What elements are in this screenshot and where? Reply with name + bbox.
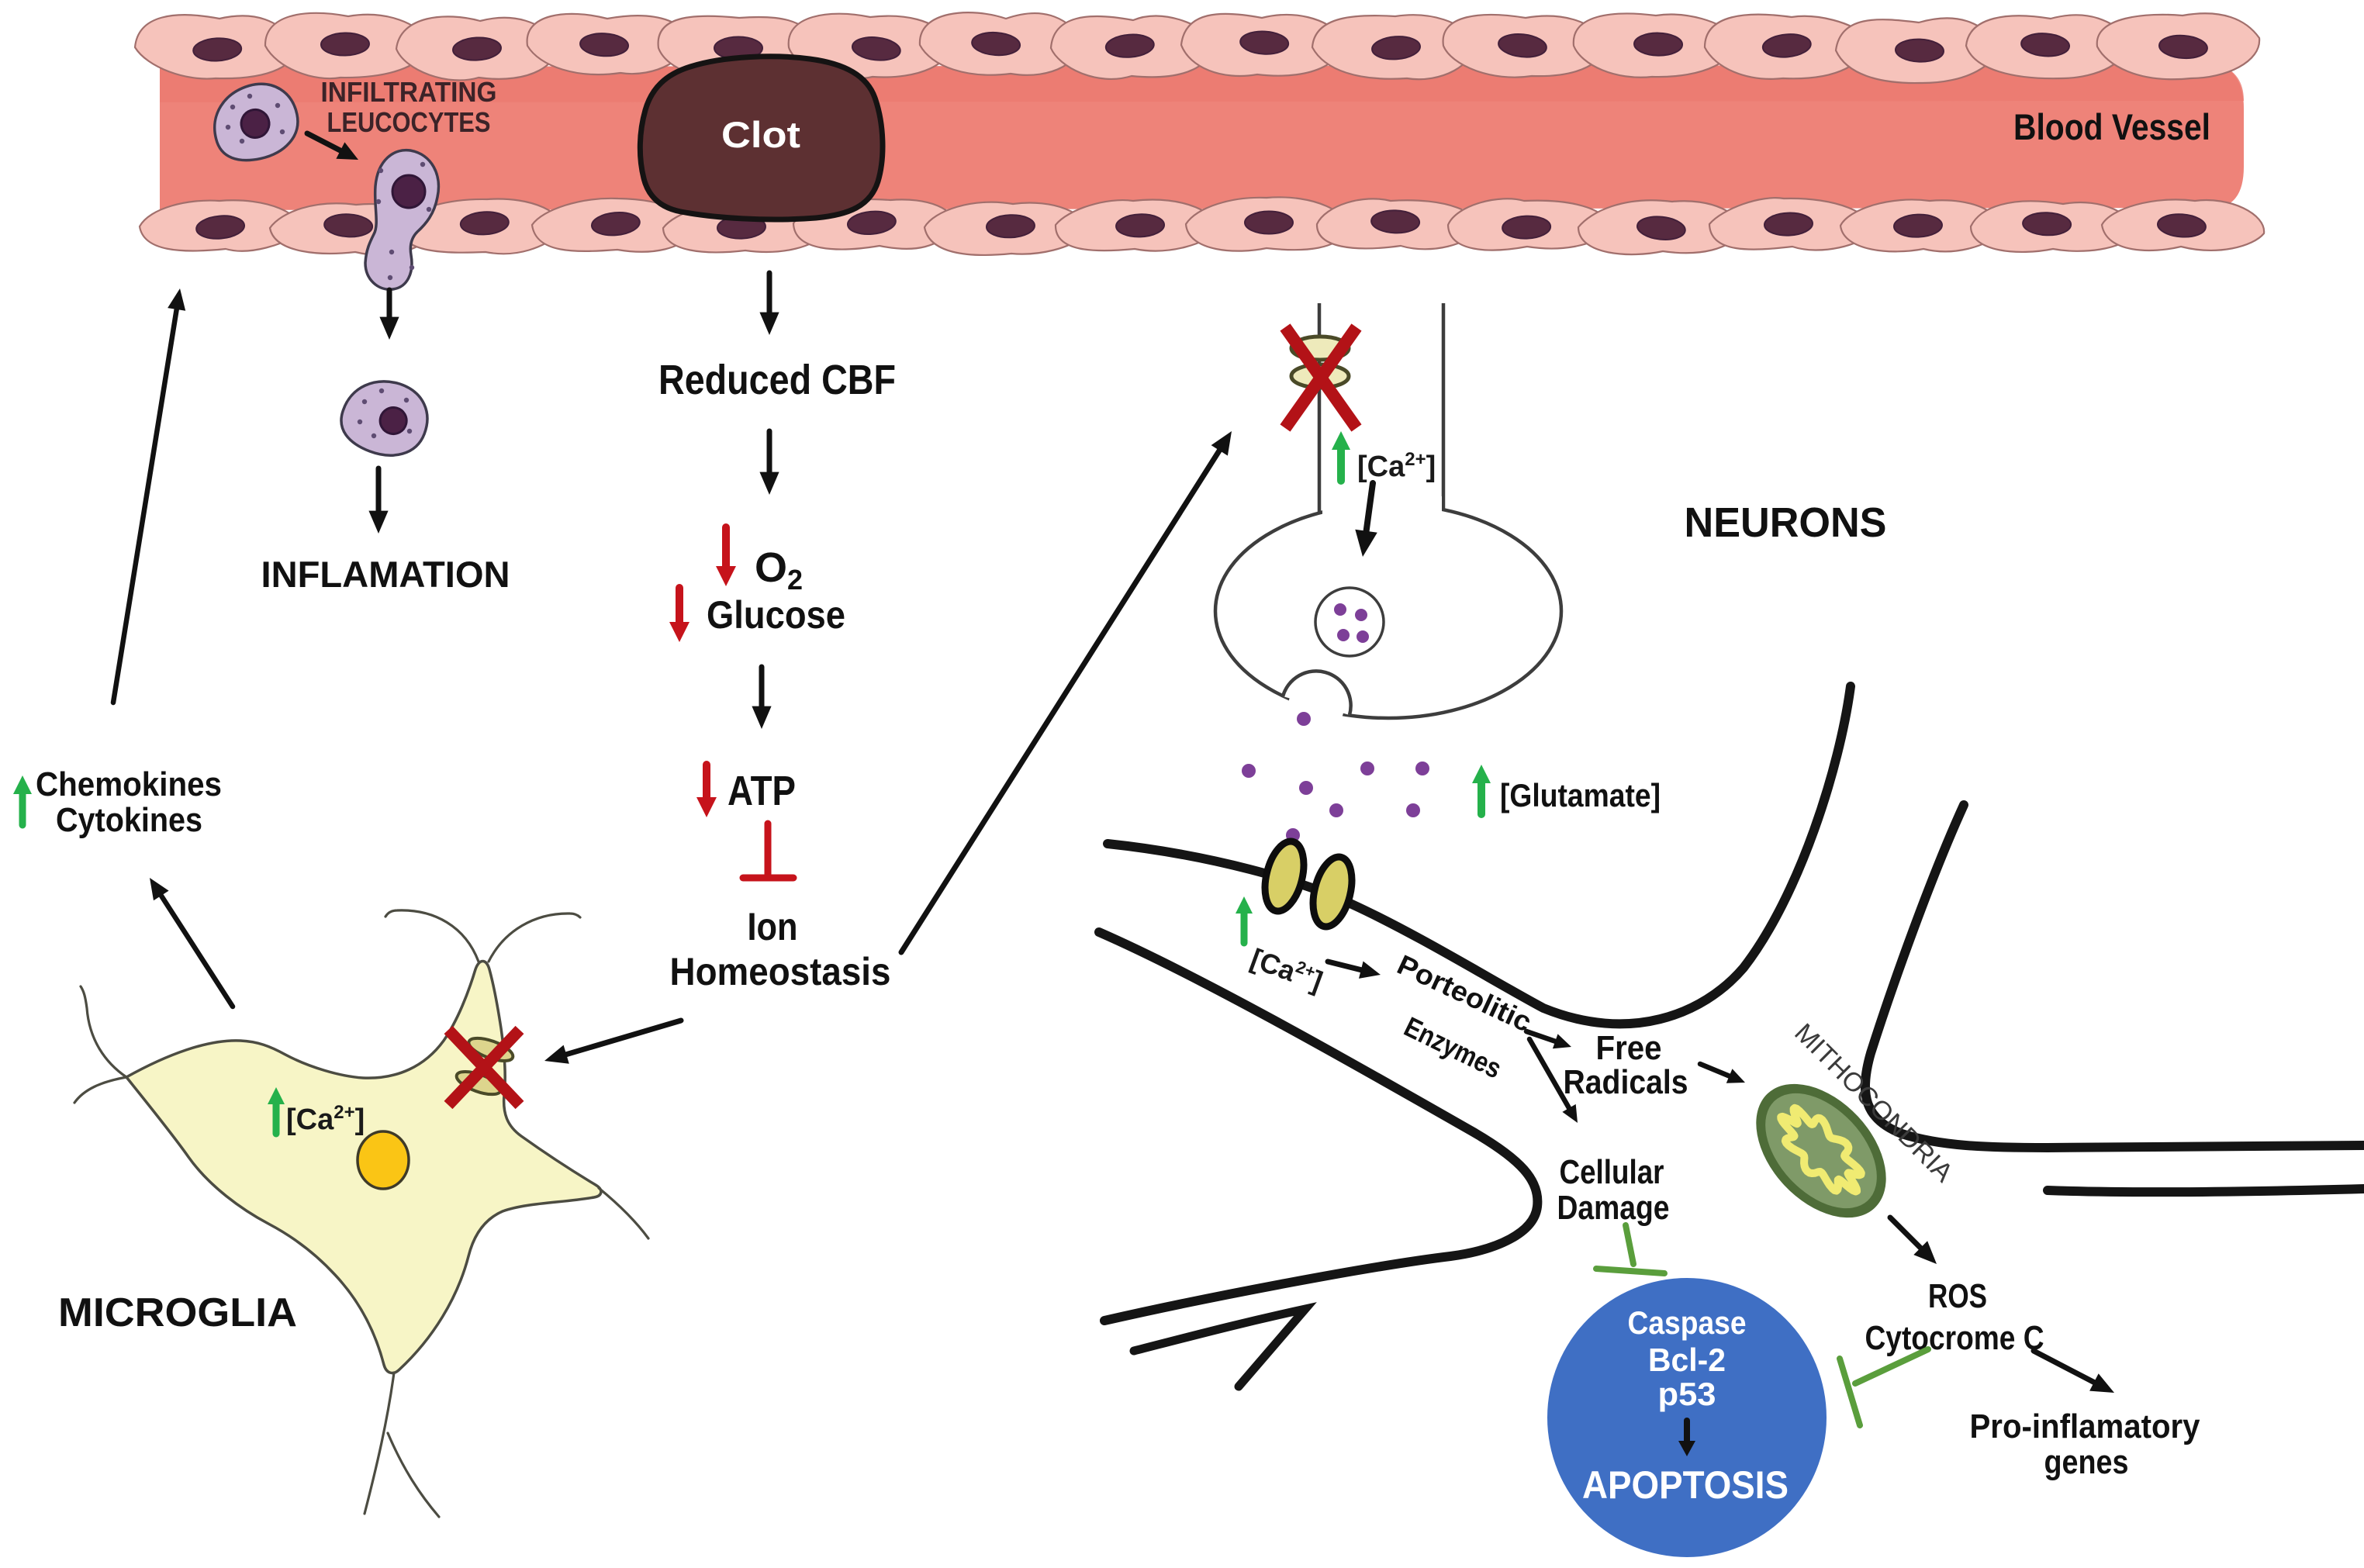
svg-text:Pro-inflamatory: Pro-inflamatory (1970, 1407, 2200, 1445)
svg-text:Cytokines: Cytokines (56, 801, 202, 839)
svg-text:Homeostasis: Homeostasis (670, 950, 891, 993)
svg-text:Damage: Damage (1557, 1189, 1670, 1227)
svg-text:ROS: ROS (1928, 1277, 1987, 1315)
svg-text:Reduced CBF: Reduced CBF (658, 357, 896, 403)
svg-text:MICROGLIA: MICROGLIA (58, 1290, 297, 1335)
svg-text:Glucose: Glucose (707, 593, 845, 637)
svg-text:APOPTOSIS: APOPTOSIS (1582, 1463, 1789, 1507)
svg-text:[Ca2+]: [Ca2+] (1357, 449, 1436, 483)
svg-text:Clot: Clot (721, 114, 800, 155)
svg-text:NEURONS: NEURONS (1685, 499, 1887, 546)
svg-text:Caspase: Caspase (1628, 1304, 1747, 1341)
svg-text:Blood Vessel: Blood Vessel (2013, 106, 2210, 147)
svg-text:O2: O2 (755, 544, 803, 596)
svg-text:Bcl-2: Bcl-2 (1648, 1342, 1726, 1378)
svg-text:Cytocrome C: Cytocrome C (1865, 1319, 2044, 1357)
svg-text:ATP: ATP (728, 768, 796, 814)
svg-text:INFLAMATION: INFLAMATION (261, 554, 510, 595)
svg-text:genes: genes (2044, 1443, 2129, 1481)
svg-text:[Glutamate]: [Glutamate] (1500, 777, 1661, 813)
svg-text:Chemokines: Chemokines (36, 765, 222, 803)
svg-text:Free: Free (1596, 1029, 1662, 1067)
svg-text:Cellular: Cellular (1560, 1153, 1664, 1191)
svg-text:INFILTRATING: INFILTRATING (321, 76, 497, 108)
svg-text:Ion: Ion (748, 905, 798, 948)
svg-text:LEUCOCYTES: LEUCOCYTES (327, 106, 491, 138)
svg-text:Radicals: Radicals (1564, 1063, 1688, 1101)
svg-text:p53: p53 (1658, 1376, 1716, 1412)
